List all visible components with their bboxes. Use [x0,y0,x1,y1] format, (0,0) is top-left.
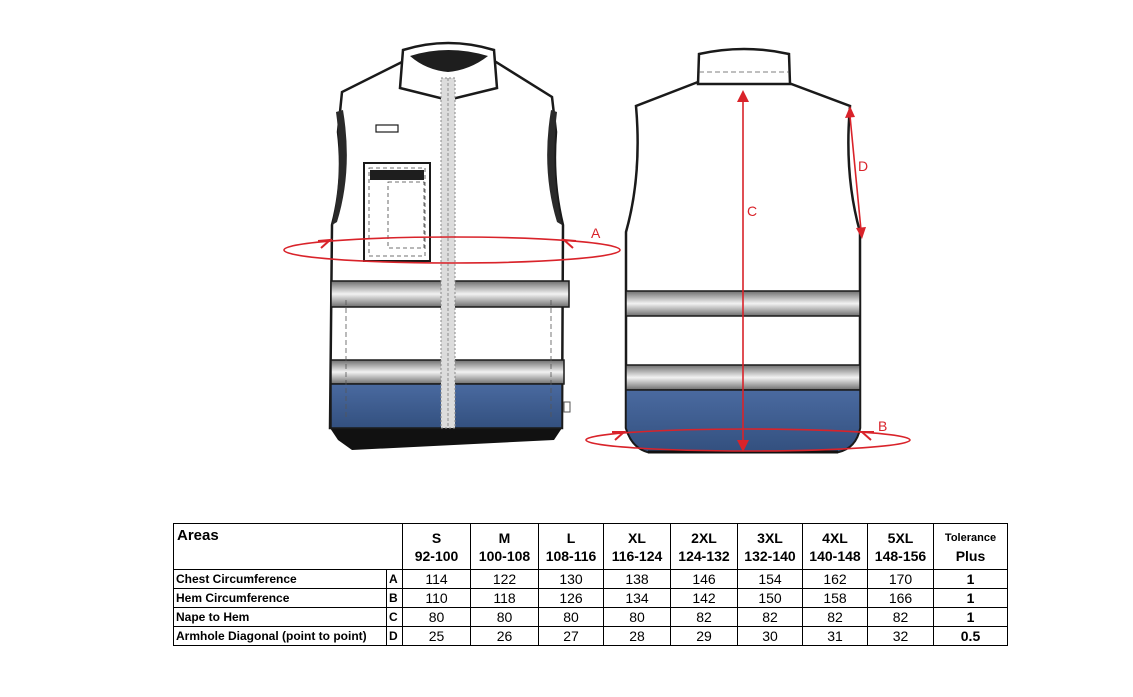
table-row: Nape to Hem C 80 80 80 80 82 82 82 82 1 [173,607,1008,627]
table-row: Armhole Diagonal (point to point) D 25 2… [173,626,1008,646]
table-cell: 114 [402,569,471,589]
tolerance-cell: 0.5 [933,626,1008,646]
table-cell: 166 [867,588,934,608]
front-collar-inner [410,50,488,72]
measure-label-b: B [878,418,887,434]
table-cell: 130 [538,569,604,589]
size-label: 3XL [757,529,783,546]
tolerance-label: Tolerance [944,531,997,544]
table-cell: 134 [603,588,671,608]
table-cell: 80 [603,607,671,627]
vest-technical-drawing: A C D B [283,41,911,454]
area-name: Chest Circumference [173,569,387,589]
measure-d: D [845,106,868,239]
size-range: 148-156 [874,547,927,564]
table-row: Hem Circumference B 110 118 126 134 142 … [173,588,1008,608]
measure-a: A [283,225,621,264]
area-code: B [386,588,403,608]
size-range: 124-132 [678,547,730,564]
measure-c: C [737,90,757,452]
table-cell: 82 [670,607,738,627]
table-cell: 122 [470,569,539,589]
size-label: M [498,529,511,546]
size-range: 100-108 [478,547,531,564]
front-right-armhole [547,110,562,225]
table-cell: 150 [737,588,803,608]
table-cell: 126 [538,588,604,608]
size-range: 92-100 [414,547,459,564]
table-cell: 110 [402,588,471,608]
size-range: 108-116 [545,547,597,564]
table-cell: 28 [603,626,671,646]
size-range: 116-124 [611,547,663,564]
area-name: Armhole Diagonal (point to point) [173,626,387,646]
measure-label-a: A [591,225,601,241]
measure-b: B [585,418,911,452]
table-cell: 31 [802,626,868,646]
table-cell: 80 [538,607,604,627]
table-cell: 170 [867,569,934,589]
table-cell: 29 [670,626,738,646]
size-range: 140-148 [809,547,861,564]
table-row: Chest Circumference A 114 122 130 138 14… [173,569,1008,589]
table-cell: 142 [670,588,738,608]
table-cell: 30 [737,626,803,646]
back-collar [696,47,792,86]
table-cell: 82 [737,607,803,627]
measure-label-c: C [747,203,757,219]
area-name: Hem Circumference [173,588,387,608]
area-name: Nape to Hem [173,607,387,627]
table-cell: 82 [867,607,934,627]
table-cell: 27 [538,626,604,646]
table-cell: 146 [670,569,738,589]
front-badge [375,124,399,133]
table-cell: 118 [470,588,539,608]
area-code: D [386,626,403,646]
vest-front-view [328,41,571,450]
table-cell: 82 [802,607,868,627]
size-label: L [566,529,576,546]
size-label: 2XL [691,529,717,546]
size-range: 132-140 [744,547,796,564]
measure-label-d: D [858,158,868,174]
size-label: XL [628,529,646,546]
size-label: 5XL [887,529,914,546]
table-cell: 32 [867,626,934,646]
table-cell: 162 [802,569,868,589]
tolerance-sub: Plus [955,547,986,564]
table-cell: 25 [402,626,471,646]
tolerance-cell: 1 [933,569,1008,589]
table-cell: 80 [402,607,471,627]
table-cell: 80 [470,607,539,627]
area-code: A [386,569,403,589]
tolerance-cell: 1 [933,607,1008,627]
table-cell: 158 [802,588,868,608]
size-label: 4XL [822,529,848,546]
table-cell: 26 [470,626,539,646]
size-label: S [431,529,442,546]
areas-header: Areas [173,523,403,570]
tolerance-cell: 1 [933,588,1008,608]
table-cell: 138 [603,569,671,589]
front-hem-lining [330,428,562,450]
table-cell: 154 [737,569,803,589]
area-code: C [386,607,403,627]
front-left-armhole [332,110,347,225]
